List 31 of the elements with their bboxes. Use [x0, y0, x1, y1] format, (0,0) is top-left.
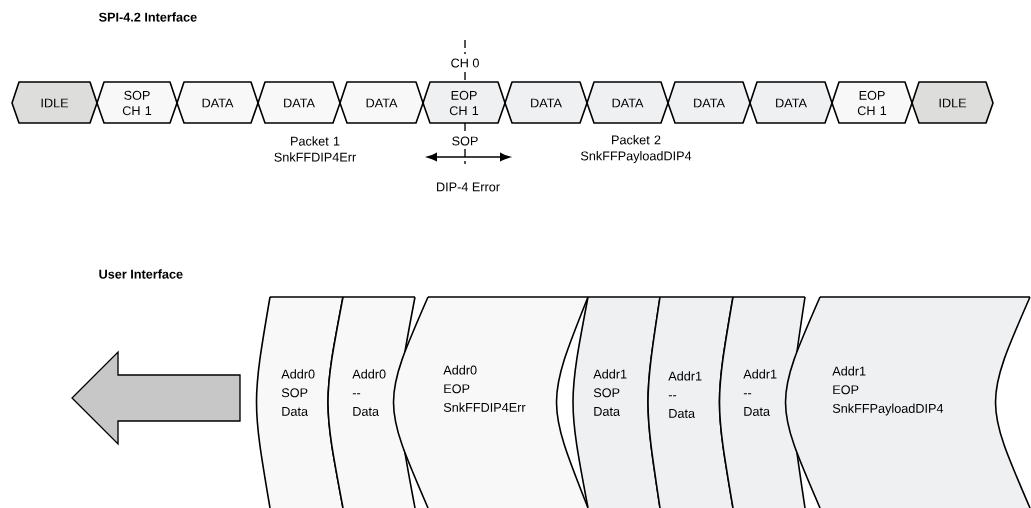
channel-label: SOP: [452, 136, 478, 146]
node-label: Addr0 EOP SnkFFDIP4Err: [443, 365, 526, 412]
data-segment: Addr0 -- Data: [327, 296, 416, 508]
node-label: Addr1 -- Data: [743, 369, 777, 416]
bus-word: IDLE: [911, 81, 994, 124]
bus-word: DATA: [667, 81, 751, 124]
bus-word: DATA: [504, 81, 588, 124]
bus-word: DATA: [586, 81, 669, 124]
section-heading: SPI-4.2 Interface: [98, 12, 197, 22]
node-label: Addr0 SOP Data: [281, 369, 315, 416]
bus-word: SOP CH 1: [96, 81, 178, 124]
data-segment: Addr1 SOP Data: [572, 296, 661, 508]
data-segment: Addr0 SOP Data: [255, 296, 344, 508]
bus-word: DATA: [176, 81, 259, 124]
node-label: Addr1 -- Data: [668, 371, 702, 418]
data-segment: Addr1 -- Data: [647, 296, 734, 508]
node-label: Addr1 EOP SnkFFPayloadDIP4: [832, 366, 944, 416]
bus-word: DATA: [749, 81, 833, 124]
channel-label: CH 0: [451, 58, 479, 68]
bus-word: IDLE: [11, 81, 98, 124]
node-label: Addr0 -- Data: [352, 369, 386, 416]
node-label: Addr1 SOP Data: [593, 369, 627, 416]
bus-word: DATA: [339, 81, 424, 124]
bus-word: EOP CH 1: [831, 81, 913, 124]
section-heading: User Interface: [99, 269, 183, 279]
error-label: DIP-4 Error: [437, 182, 500, 192]
bus-word: DATA: [257, 81, 341, 124]
bus-word: EOP CH 1: [422, 81, 506, 124]
data-segment: Addr1 -- Data: [718, 296, 806, 508]
packet-label: Packet 1 SnkFFDIP4Err: [274, 136, 356, 162]
packet-label: Packet 2 SnkFFPayloadDIP4: [581, 135, 692, 163]
